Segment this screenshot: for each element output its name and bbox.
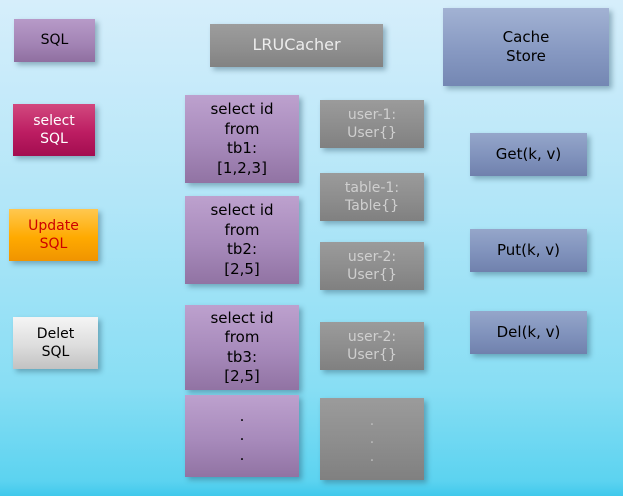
cache-entry-table-1: table-1: Table{}: [320, 173, 424, 221]
query-box-tb2: select id from tb2: [2,5]: [185, 196, 299, 284]
delete-sql-box: Delet SQL: [13, 317, 98, 369]
select-sql-box: select SQL: [13, 104, 95, 156]
get-operation-box: Get(k, v): [470, 133, 587, 176]
cache-entry-ellipsis: . . .: [320, 398, 424, 480]
update-sql-box: Update SQL: [9, 209, 98, 261]
query-box-ellipsis: . . .: [185, 395, 299, 477]
cache-store-box: Cache Store: [443, 8, 609, 86]
cache-entry-user-2: user-2: User{}: [320, 242, 424, 290]
query-box-tb1: select id from tb1: [1,2,3]: [185, 95, 299, 183]
cache-entry-user-2-second: user-2: User{}: [320, 322, 424, 370]
query-box-tb3: select id from tb3: [2,5]: [185, 305, 299, 390]
sql-box: SQL: [14, 19, 95, 62]
put-operation-box: Put(k, v): [470, 229, 587, 272]
lru-cacher-title-box: LRUCacher: [210, 24, 383, 67]
del-operation-box: Del(k, v): [470, 311, 587, 354]
cache-entry-user-1: user-1: User{}: [320, 100, 424, 148]
